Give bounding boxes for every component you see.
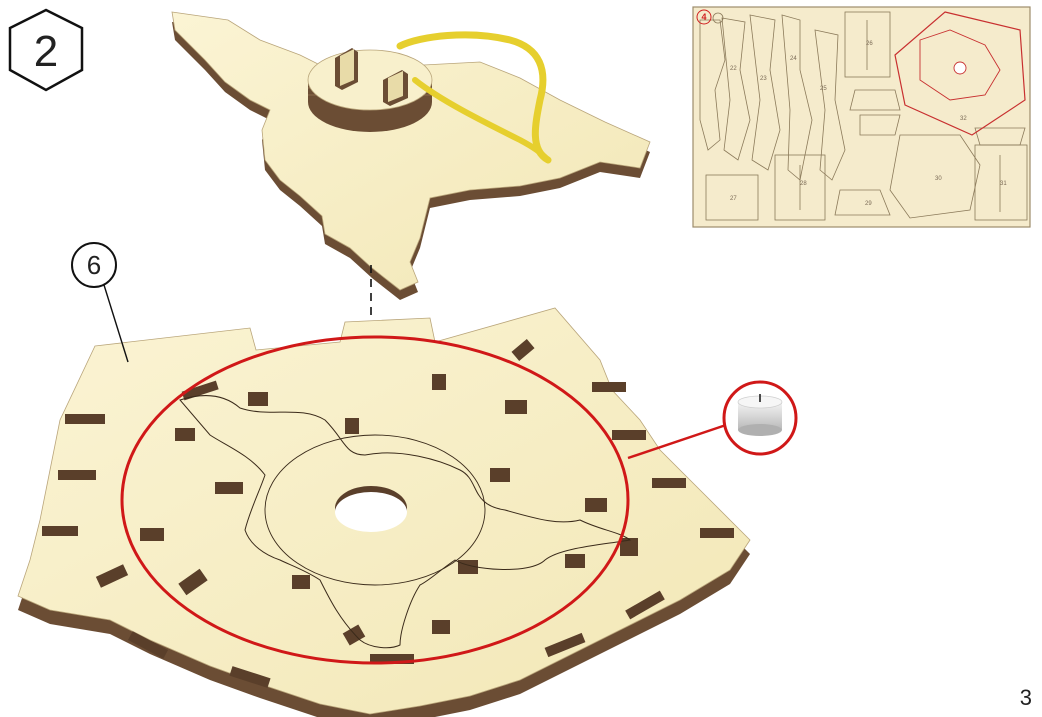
step-number: 2: [34, 27, 58, 76]
sheet-part-label: 32: [960, 116, 967, 122]
cutting-sheet-thumbnail: 4 22 23 24 25 26 27 28 29 30 31 32: [693, 7, 1030, 227]
part-number: 6: [87, 250, 101, 280]
base-plate-part: [18, 308, 750, 717]
sheet-part-label: 29: [865, 201, 872, 207]
sheet-marker-number: 4: [701, 12, 706, 22]
sheet-part-label: 25: [820, 86, 827, 92]
sheet-part-label: 31: [1000, 181, 1007, 187]
sheet-part-label: 24: [790, 56, 797, 62]
top-arm-part: [172, 12, 650, 300]
sheet-part-label: 22: [730, 66, 737, 72]
sheet-part-label: 27: [730, 196, 737, 202]
tealight-callout: [724, 382, 796, 454]
step-badge: 2: [10, 10, 82, 90]
sheet-part-label: 23: [760, 76, 767, 82]
sheet-part-label: 28: [800, 181, 807, 187]
sheet-part-label: 30: [935, 176, 942, 182]
sheet-part-label: 26: [866, 41, 873, 47]
tealight-candle-icon: [738, 394, 782, 436]
page-number: 3: [1020, 685, 1032, 711]
